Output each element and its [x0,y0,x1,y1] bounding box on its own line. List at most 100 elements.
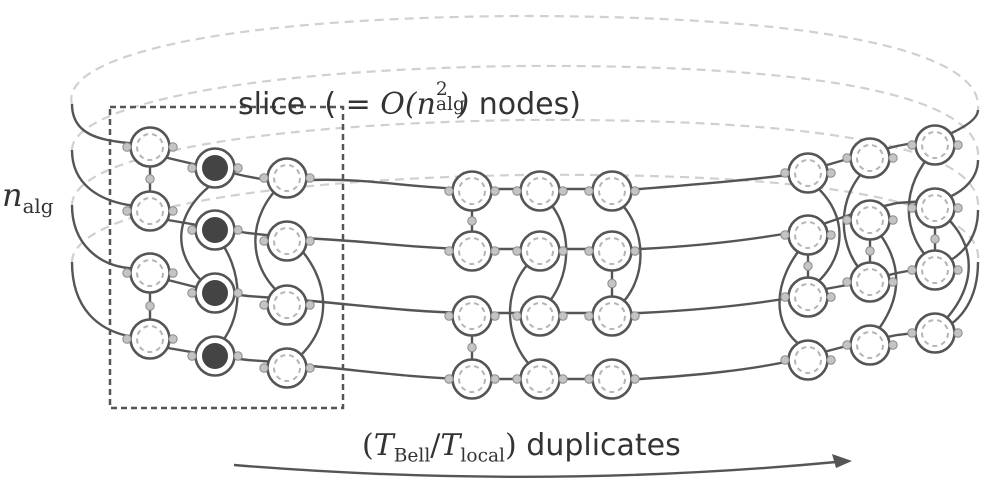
port-dot [490,186,500,196]
port-dot [558,374,568,384]
port-dot [187,351,197,361]
node-inner-ring [526,177,554,205]
port-dot [584,246,594,256]
port-dot [259,363,269,373]
node-inner-ring [794,283,822,311]
port-dot [888,215,898,225]
port-dot [842,277,852,287]
port-dot [842,215,852,225]
port-dot [953,328,963,338]
port-dot [444,186,454,196]
port-dot [168,334,178,344]
port-dot [490,374,500,384]
port-dot [259,300,269,310]
port-dot [187,163,197,173]
node-inner-ring [136,259,164,287]
node-inner-ring [136,197,164,225]
port-dot [305,236,315,246]
port-dot [630,186,640,196]
port-dot [122,142,132,152]
port-dot [607,278,617,289]
node-inner-ring [458,302,486,330]
port-dot [259,173,269,183]
port-dot [558,186,568,196]
port-dot [122,206,132,216]
port-dot [444,246,454,256]
port-dot [826,292,836,302]
port-dot [305,173,315,183]
port-dot [842,340,852,350]
node-inner-ring [526,302,554,330]
node-inner-ring [136,133,164,161]
port-dot [907,203,917,213]
node-inner-ring [856,331,884,359]
port-dot [888,153,898,163]
duplicates-label: (TBell/Tlocal) duplicates [362,428,681,467]
port-dot [826,355,836,365]
node-inner-ring [856,268,884,296]
port-dot [865,246,875,256]
port-dot [122,334,132,344]
port-dot [630,374,640,384]
node-inner-ring [921,319,949,347]
node-inner-ring [458,177,486,205]
port-dot [953,140,963,150]
node-inner-ring [598,365,626,393]
n-alg-label: nalg [2,176,54,218]
node-inner-ring [794,159,822,187]
port-dot [826,168,836,178]
node-inner-ring [598,302,626,330]
port-dot [558,246,568,256]
port-dot [780,355,790,365]
port-dot [168,268,178,278]
port-dot [930,234,940,244]
port-dot [630,246,640,256]
port-dot [233,163,243,173]
port-dot [888,277,898,287]
node-inner-ring [526,237,554,265]
filled-node-core [202,280,228,306]
port-dot [233,225,243,235]
port-dot [168,142,178,152]
node-inner-ring [273,227,301,255]
background-loop-2 [70,64,980,161]
port-dot [490,311,500,321]
node-inner-ring [273,164,301,192]
port-dot [907,265,917,275]
node-inner-ring [794,221,822,249]
filled-node-core [202,155,228,181]
node-inner-ring [921,194,949,222]
port-dot [953,203,963,213]
filled-node-core [202,343,228,369]
port-dot [187,288,197,298]
port-dot [467,342,477,353]
port-dot [187,225,197,235]
port-dot [444,311,454,321]
swap-arc-9 [778,239,809,352]
port-dot [584,186,594,196]
node-inner-ring [273,291,301,319]
port-dot [907,328,917,338]
port-dot [259,236,269,246]
node-inner-ring [273,354,301,382]
port-dot [630,311,640,321]
port-dot [512,246,522,256]
port-dots [122,140,963,384]
node-inner-ring [458,237,486,265]
duplicates-arrow [233,460,837,478]
node-inner-ring [136,325,164,353]
port-dot [907,140,917,150]
node-inner-ring [921,131,949,159]
slice-box [108,105,345,410]
port-dot [512,311,522,321]
port-dot [168,206,178,216]
node-inner-ring [856,206,884,234]
port-dot [780,168,790,178]
port-dot [145,301,155,311]
port-dot [512,186,522,196]
port-dot [842,153,852,163]
port-dot [122,268,132,278]
port-dot [233,351,243,361]
